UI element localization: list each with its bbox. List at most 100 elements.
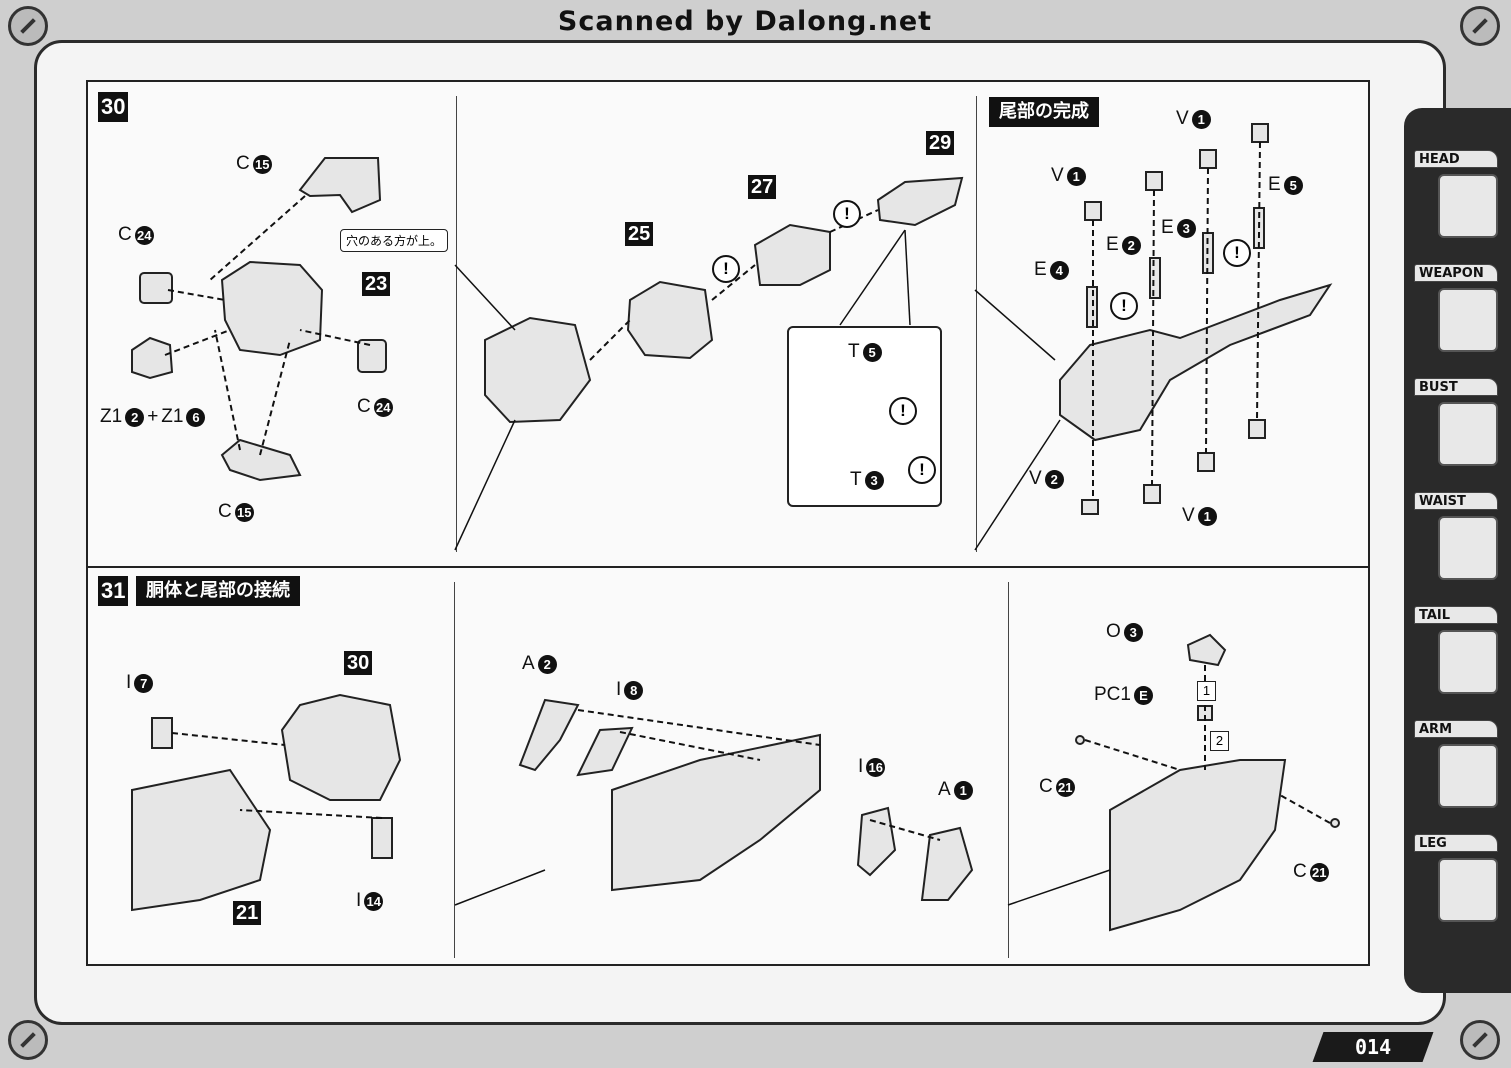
tab-arm[interactable]: ARM xyxy=(1414,720,1502,816)
tab-leg[interactable]: LEG xyxy=(1414,834,1502,930)
part-c15-top xyxy=(298,157,382,214)
part-v1 xyxy=(1248,419,1266,439)
scan-credit: Scanned by Dalong.net xyxy=(557,6,933,37)
sequence-step-1: 1 xyxy=(1197,681,1216,701)
caution-icon: ! xyxy=(1223,239,1251,267)
part-v1 xyxy=(1197,452,1215,472)
part-v1 xyxy=(1145,171,1163,191)
part-letter: E xyxy=(1106,234,1119,255)
part-number-badge: 7 xyxy=(134,673,154,693)
part-number-badge: 3 xyxy=(1123,622,1143,642)
ref-assembly-30: 30 xyxy=(344,651,373,675)
part-number-badge: 1 xyxy=(953,780,973,800)
sequence-step-2: 2 xyxy=(1210,731,1229,751)
tab-label: HEAD xyxy=(1414,150,1498,168)
part-v1 xyxy=(1199,149,1217,169)
part-letter: A xyxy=(522,653,535,674)
part-letter: C xyxy=(236,153,250,174)
part-letter: O xyxy=(1106,621,1121,642)
col-divider xyxy=(976,96,977,552)
assembly-25-view xyxy=(484,316,592,424)
tab-bust[interactable]: BUST xyxy=(1414,378,1502,474)
ref-assembly-27: 27 xyxy=(748,175,777,199)
part-i14 xyxy=(371,817,393,859)
tab-head[interactable]: HEAD xyxy=(1414,150,1502,246)
assembly-25 xyxy=(626,280,714,360)
part-letter: T xyxy=(850,469,862,490)
part-e5 xyxy=(1253,207,1265,249)
part-v2 xyxy=(1081,499,1099,515)
part-number-badge: 4 xyxy=(1049,260,1069,280)
assembly-27 xyxy=(753,223,831,286)
part-number-badge: 6 xyxy=(186,407,206,427)
part-number-badge: 2 xyxy=(1121,235,1141,255)
part-number-badge: 1 xyxy=(1191,109,1211,129)
part-number-badge: 15 xyxy=(234,502,254,522)
part-letter: I xyxy=(858,756,864,777)
part-c21-right xyxy=(1330,818,1340,828)
col-divider xyxy=(454,582,455,958)
part-number-badge: 1 xyxy=(1066,166,1086,186)
part-letter: I xyxy=(356,890,362,911)
tab-waist[interactable]: WAIST xyxy=(1414,492,1502,588)
ref-assembly-25: 25 xyxy=(625,222,654,246)
caution-icon: ! xyxy=(889,397,917,425)
tab-label: WAIST xyxy=(1414,492,1498,510)
part-letter: A xyxy=(938,779,951,800)
tab-label: BUST xyxy=(1414,378,1498,396)
page-number-text: 014 xyxy=(1354,1035,1392,1059)
part-number-badge: 5 xyxy=(862,342,882,362)
tab-label: WEAPON xyxy=(1414,264,1498,282)
part-number-badge: 8 xyxy=(624,680,644,700)
part-number-badge: 1 xyxy=(1197,506,1217,526)
part-letter: V xyxy=(1176,108,1189,129)
part-letter: V xyxy=(1051,165,1064,186)
part-i16 xyxy=(856,806,897,877)
page-number: 014 xyxy=(1312,1032,1434,1062)
part-v1 xyxy=(1143,484,1161,504)
hole-side-up-note: 穴のある方が上。 xyxy=(340,229,449,252)
corner-screw-icon xyxy=(1460,1020,1500,1060)
row-divider xyxy=(88,566,1368,568)
part-letter: Z1 xyxy=(100,406,123,427)
part-number-badge: 16 xyxy=(866,757,886,777)
ref-assembly-23: 23 xyxy=(362,272,391,296)
part-letter: C xyxy=(218,501,232,522)
weapon-icon xyxy=(1438,288,1498,352)
step-30-number: 30 xyxy=(98,92,129,122)
tab-weapon[interactable]: WEAPON xyxy=(1414,264,1502,360)
tail-icon xyxy=(1438,630,1498,694)
waist-icon xyxy=(1438,516,1498,580)
leg-icon xyxy=(1438,858,1498,922)
corner-screw-icon xyxy=(8,1020,48,1060)
tail-assembly xyxy=(1059,283,1333,442)
part-letter: E xyxy=(1268,174,1281,195)
part-i7 xyxy=(151,717,173,749)
part-c24-right xyxy=(357,339,387,373)
part-number-badge: 21 xyxy=(1055,777,1075,797)
ref-assembly-21: 21 xyxy=(233,901,262,925)
arm-icon xyxy=(1438,744,1498,808)
caution-icon: ! xyxy=(1110,292,1138,320)
part-number-badge: 15 xyxy=(252,154,272,174)
tail-complete-title: 尾部の完成 xyxy=(989,97,1099,127)
part-v1 xyxy=(1084,201,1102,221)
tab-tail[interactable]: TAIL xyxy=(1414,606,1502,702)
part-letter: I xyxy=(126,672,132,693)
part-number-badge: 5 xyxy=(1283,175,1303,195)
part-i8 xyxy=(576,726,634,777)
